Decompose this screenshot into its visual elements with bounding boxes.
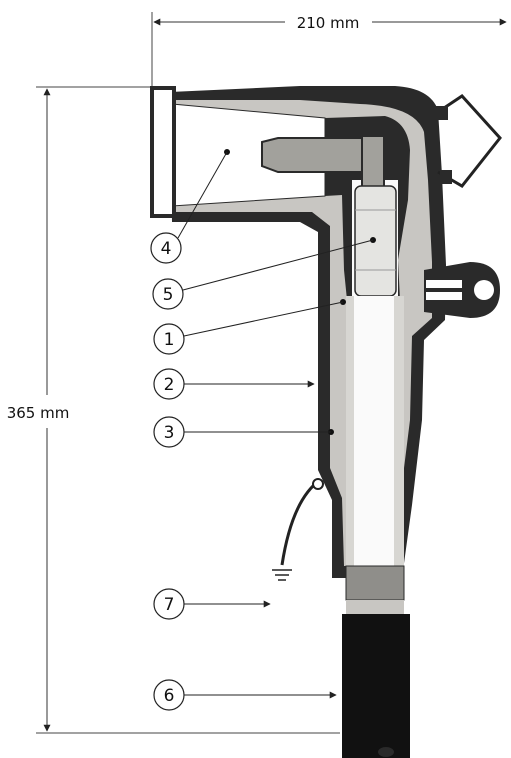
leader-5 bbox=[182, 239, 374, 291]
callout-2: 2 bbox=[153, 368, 185, 400]
callout-7-label: 7 bbox=[164, 595, 175, 615]
callout-5: 5 bbox=[152, 278, 184, 310]
callout-7: 7 bbox=[153, 588, 185, 620]
callout-5-label: 5 bbox=[163, 285, 174, 305]
test-point-slot-2 bbox=[426, 292, 462, 300]
ground-symbol bbox=[272, 569, 292, 581]
compression-lug-top bbox=[361, 135, 385, 193]
callout-4: 4 bbox=[150, 232, 182, 264]
earthing-wire bbox=[280, 478, 321, 566]
callout-2-label: 2 bbox=[164, 375, 175, 395]
operating-eye bbox=[437, 94, 502, 188]
test-point-slot-1 bbox=[426, 280, 462, 288]
height-dimension: 365 mm bbox=[7, 86, 340, 734]
leader-4 bbox=[177, 151, 228, 239]
callout-1: 1 bbox=[153, 323, 185, 355]
test-point-hole bbox=[474, 280, 494, 300]
callout-3-label: 3 bbox=[164, 423, 175, 443]
height-dimension-label: 365 mm bbox=[7, 404, 70, 422]
width-dimension: 210 mm bbox=[151, 12, 507, 90]
earthing-eyelet bbox=[312, 478, 324, 490]
cable-screen-band bbox=[346, 600, 404, 614]
leader-1 bbox=[183, 301, 344, 337]
eye-mount-bottom bbox=[440, 170, 452, 184]
leader-lines bbox=[177, 151, 374, 699]
callout-6: 6 bbox=[153, 679, 185, 711]
callout-4-label: 4 bbox=[161, 239, 172, 259]
width-dimension-label: 210 mm bbox=[297, 14, 360, 32]
contact-probe bbox=[261, 137, 363, 173]
connector-body bbox=[150, 86, 502, 758]
eye-mount-top bbox=[436, 106, 448, 120]
cable-conductor bbox=[354, 296, 394, 566]
callout-3: 3 bbox=[153, 416, 185, 448]
callout-6-label: 6 bbox=[164, 686, 175, 706]
cable-end bbox=[378, 747, 394, 757]
callout-1-label: 1 bbox=[164, 330, 175, 350]
bushing-entrance-ring bbox=[150, 86, 176, 218]
test-point-lug bbox=[424, 262, 500, 318]
cable-screen-transition bbox=[345, 565, 405, 601]
cable-jacket bbox=[342, 614, 410, 758]
